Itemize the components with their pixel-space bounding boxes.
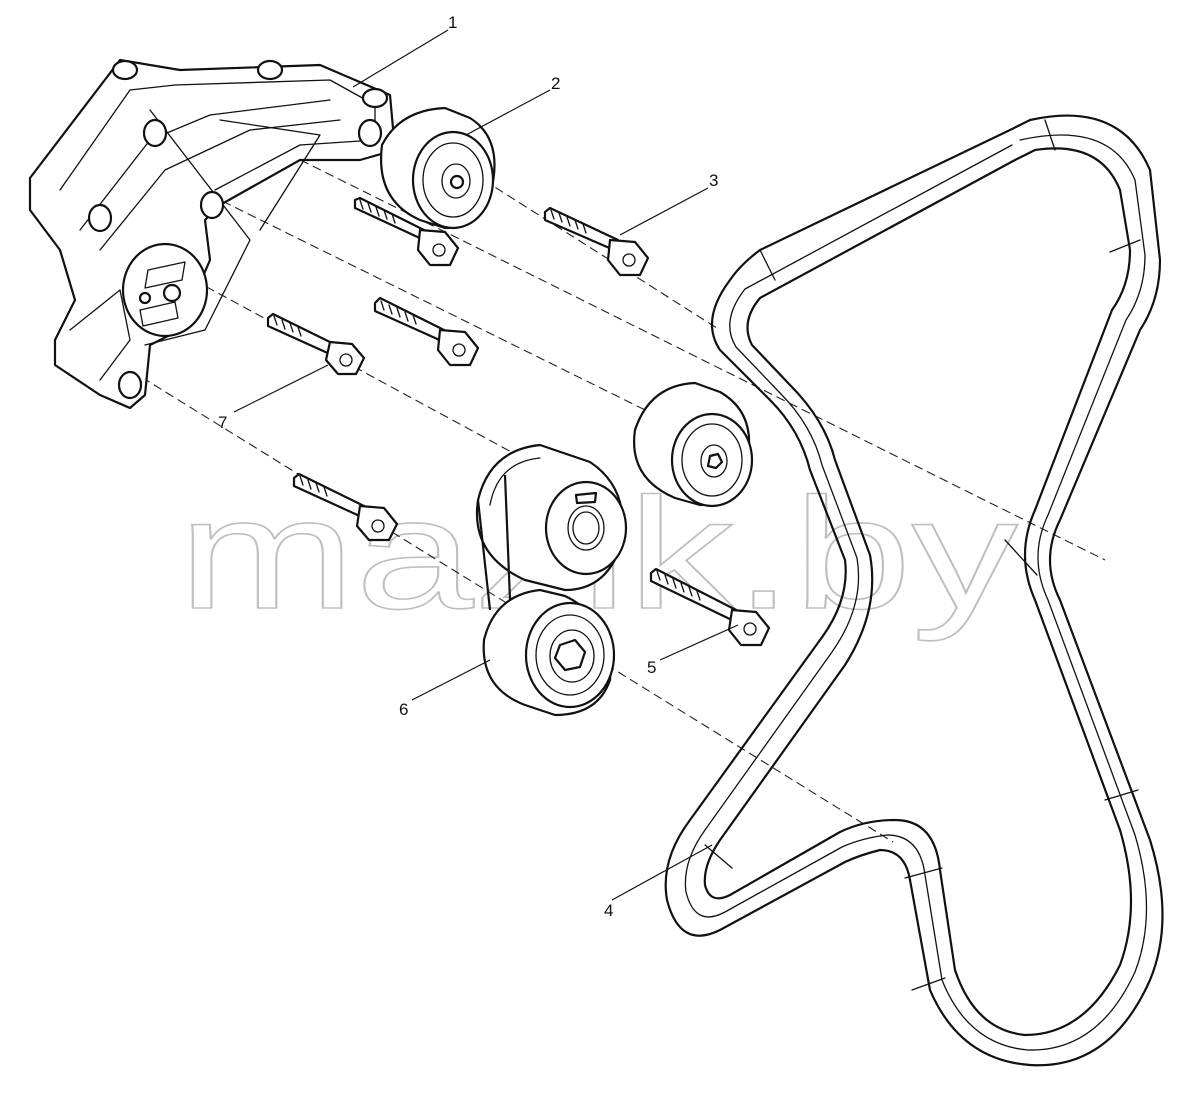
bolt-5 [649,567,771,647]
callout-labels: 1 2 3 4 5 6 7 [218,13,718,920]
callout-7: 7 [218,413,227,432]
bolt-3 [543,206,650,277]
callout-2: 2 [551,74,560,93]
poly-v-belt [664,114,1164,1067]
bolt-b [373,296,480,367]
belt-tensioner-assembly [475,443,628,717]
tensioner-bracket [28,58,397,410]
bolt-7 [266,312,366,376]
callout-3: 3 [709,171,718,190]
callout-leader-lines [233,29,739,901]
callout-5: 5 [647,658,656,677]
callout-4: 4 [604,901,613,920]
bolt-a [353,196,460,267]
idler-pulley-upper [380,106,496,230]
callout-6: 6 [399,700,408,719]
bolt-c [292,472,399,542]
callout-1: 1 [448,13,457,32]
idler-pulley-middle [633,381,754,508]
